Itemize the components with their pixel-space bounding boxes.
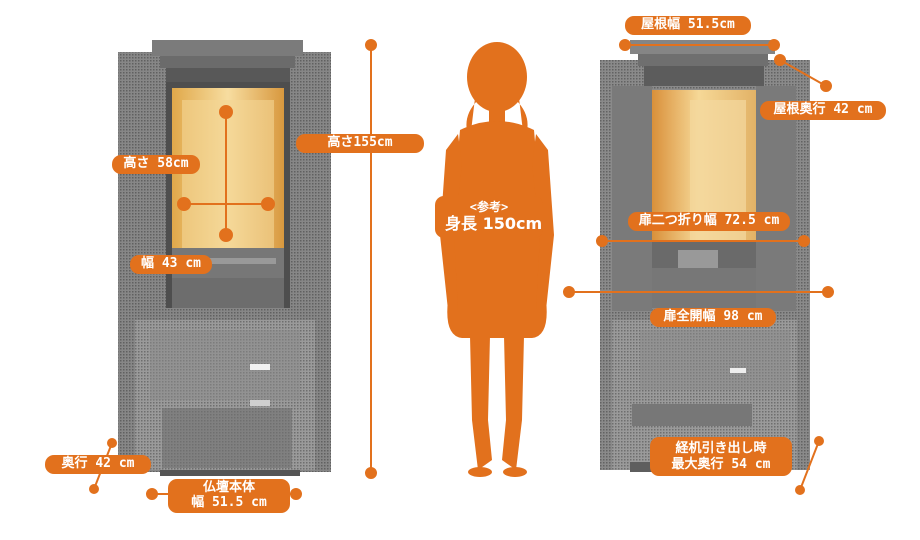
label-drawer-depth: 経机引き出し時 最大奥行 54 cm xyxy=(650,437,792,477)
label-total-height: 高さ155cm xyxy=(296,134,424,153)
person-silhouette xyxy=(440,42,554,477)
label-door-fold-width: 扉二つ折り幅 72.5 cm xyxy=(628,212,790,231)
label-drawer-line1: 経机引き出し時 xyxy=(675,441,767,456)
label-roof-width: 屋根幅 51.5cm xyxy=(625,16,751,35)
label-drawer-line2: 最大奥行 54 cm xyxy=(671,456,771,472)
label-door-open-width: 扉全開幅 98 cm xyxy=(650,308,776,327)
label-roof-depth: 屋根奥行 42 cm xyxy=(760,101,886,120)
label-reference-height: <参考> 身長 150cm xyxy=(435,196,543,238)
label-inner-width: 幅 43 cm xyxy=(130,255,212,274)
label-inner-height: 高さ 58cm xyxy=(112,155,200,174)
label-reference-title: <参考> xyxy=(469,200,509,214)
right-dimension-lines xyxy=(563,39,834,495)
label-reference-value: 身長 150cm xyxy=(445,214,543,234)
label-body-width-value: 幅 51.5 cm xyxy=(191,494,267,510)
label-body-width: 仏壇本体 幅 51.5 cm xyxy=(168,479,290,513)
left-cabinet xyxy=(118,40,331,476)
label-body-name: 仏壇本体 xyxy=(202,480,255,495)
label-left-depth: 奥行 42 cm xyxy=(45,455,151,474)
